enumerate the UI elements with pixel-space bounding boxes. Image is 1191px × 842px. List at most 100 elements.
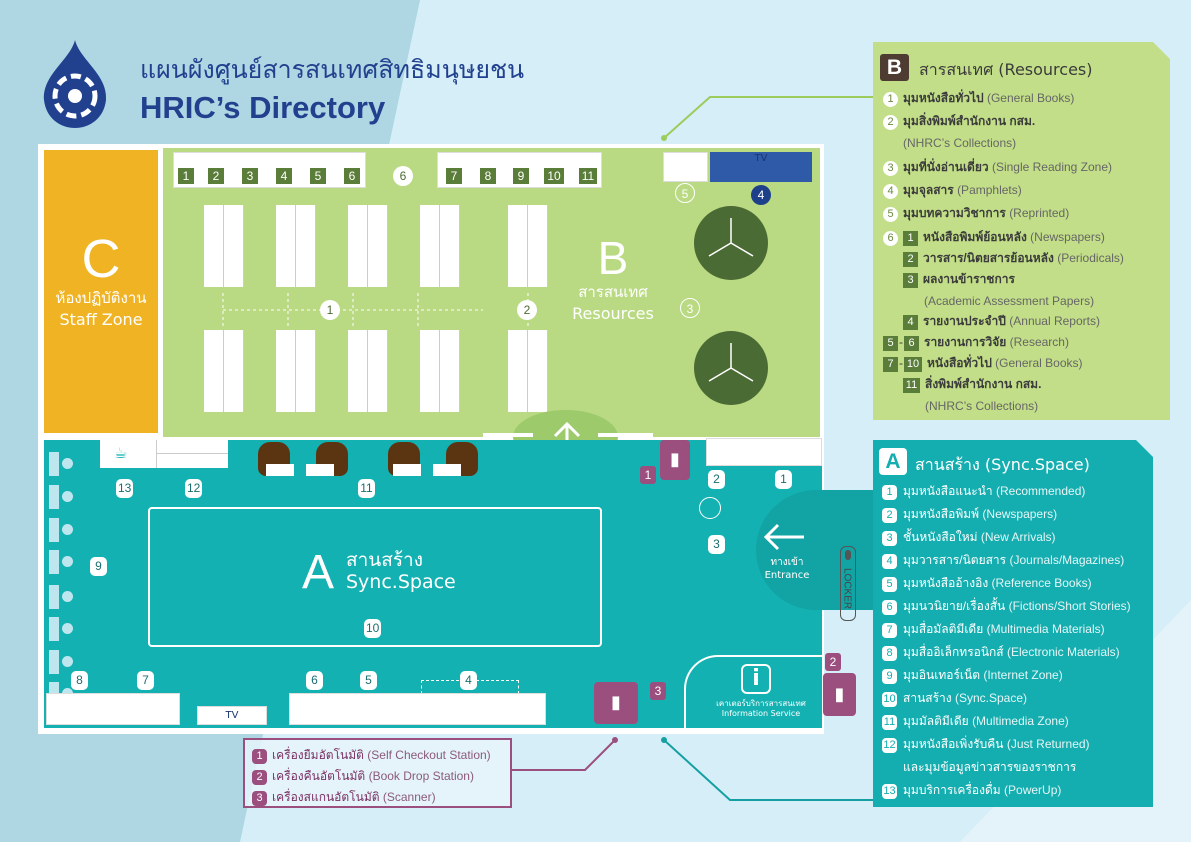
legend-number: 2 <box>883 115 898 130</box>
legend-en: (General Books) <box>995 356 1083 370</box>
legend-th: มุมหนังสือพิมพ์ <box>903 507 980 521</box>
legend-en: (General Books) <box>986 91 1075 105</box>
zone-c-label-en: Staff Zone <box>59 310 143 329</box>
point-b3: 3 <box>680 298 700 318</box>
info-label-en: Information Service <box>721 709 801 718</box>
zone-a-sync-space[interactable]: ทางเข้า Entrance ☕ 13 12 11 9 A สานสร้าง… <box>44 438 876 730</box>
legend-th-continued: และมุมข้อมูลข่าวสารของราชการ <box>903 760 1077 774</box>
point-a6: 6 <box>306 671 323 690</box>
legend-th: มุมสื่ออิเล็กทรอนิกส์ <box>903 645 1004 659</box>
book-shelf <box>348 205 388 287</box>
legend-en: (Research) <box>1009 335 1069 349</box>
legend-number: 1 <box>883 92 898 107</box>
point-b5: 5 <box>675 183 695 203</box>
legend-number: 6 <box>883 231 898 246</box>
legend-en: (Newspapers) <box>1030 230 1105 244</box>
legend-th: มุมหนังสือทั่วไป <box>903 91 984 105</box>
zone-a-label-th: สานสร้าง <box>346 549 424 571</box>
entrance-label[interactable]: ทางเข้า Entrance <box>756 555 818 581</box>
zone-a-letter: A <box>302 546 335 599</box>
zone-b-letter: B <box>597 232 629 284</box>
legend-th: มุมนวนิยาย/เรื่องสั้น <box>903 599 1006 613</box>
kiosk-3-badge: 3 <box>650 682 666 700</box>
multimedia-desk <box>306 464 334 476</box>
point-b4: 4 <box>751 185 771 205</box>
locker-label: LOCKER <box>841 567 853 610</box>
information-counter[interactable]: i เคาเตอร์บริการสารสนเทศ Information Ser… <box>684 655 824 730</box>
legend-sub-number: 2 <box>903 252 918 267</box>
legend-en: (Multimedia Zone) <box>972 714 1069 728</box>
zone-c-letter: C <box>81 229 121 289</box>
reference-fiction-journal-shelves <box>289 693 546 725</box>
point-a9: 9 <box>90 557 107 576</box>
legend-en: (Fictions/Short Stories) <box>1008 599 1131 613</box>
multimedia-desk <box>393 464 421 476</box>
zone-b-resources[interactable]: 1 2 3 4 5 6 7 8 9 10 11 6 1 2 B สารสนเทศ… <box>163 148 820 464</box>
legend-number: 2 <box>882 508 897 523</box>
entrance-area <box>756 490 876 610</box>
point-a13: 13 <box>116 479 134 498</box>
point-a8: 8 <box>71 671 88 690</box>
legend-en: (Pamphlets) <box>957 183 1022 197</box>
legend-en: (Internet Zone) <box>983 668 1063 682</box>
legend-number: 10 <box>882 692 897 707</box>
kiosk-2-badge: 2 <box>825 653 841 671</box>
recommended-newspaper-shelves <box>706 438 822 466</box>
legend-number: 3 <box>252 791 267 806</box>
legend-from-number: 7 <box>883 357 898 372</box>
legend-th: เครื่องคืนอัตโนมัติ <box>272 769 366 783</box>
legend-number: 1 <box>252 749 267 764</box>
point-a4: 4 <box>460 671 477 690</box>
shelf-label: 3 <box>242 168 258 184</box>
legend-th: ผลงานข้าราชการ <box>923 272 1015 286</box>
wall <box>483 433 533 437</box>
legend-number: 6 <box>882 600 897 615</box>
legend-th: รายงานการวิจัย <box>924 335 1007 349</box>
legend-en: (NHRC’s Collections) <box>925 399 1039 413</box>
sync-space-area[interactable]: A สานสร้าง Sync.Space 10 <box>148 507 602 647</box>
legend-th: มุมหนังสืออ้างอิง <box>903 576 989 590</box>
legend-number: 2 <box>252 770 267 785</box>
scanner-book-icon[interactable]: ▮ <box>594 682 638 724</box>
multimedia-shelves <box>46 693 180 725</box>
shelf-label: 9 <box>513 168 529 184</box>
shelf-dashed-guides <box>222 293 529 326</box>
book-drop-book-icon[interactable]: ▮ <box>823 673 856 716</box>
legend-th: เครื่องยืมอัตโนมัติ <box>272 748 364 762</box>
shelf-label: 5 <box>310 168 326 184</box>
legend-en: (NHRC’s Collections) <box>903 136 1017 150</box>
zone-a-label-en: Sync.Space <box>346 571 456 593</box>
point-a7: 7 <box>137 671 154 690</box>
legend-number: 8 <box>882 646 897 661</box>
legend-en: (Book Drop Station) <box>368 769 474 783</box>
self-checkout-book-icon[interactable]: ▮ <box>660 440 690 480</box>
arrow-left-entrance-icon <box>763 523 804 551</box>
zone-c-staff[interactable]: C ห้องปฏิบัติงาน Staff Zone <box>44 150 158 433</box>
legend-th: วารสาร/นิตยสารย้อนหลัง <box>923 251 1054 265</box>
legend-th: มุมหนังสือเพิ่งรับคืน <box>903 737 1004 751</box>
shelf-label: 7 <box>446 168 462 184</box>
locker[interactable]: LOCKER <box>840 546 856 621</box>
legend-from-number: 5 <box>883 336 898 351</box>
point-a3: 3 <box>708 535 725 554</box>
tv-screen: TV <box>710 152 812 182</box>
legend-a-letter: A <box>879 448 907 475</box>
